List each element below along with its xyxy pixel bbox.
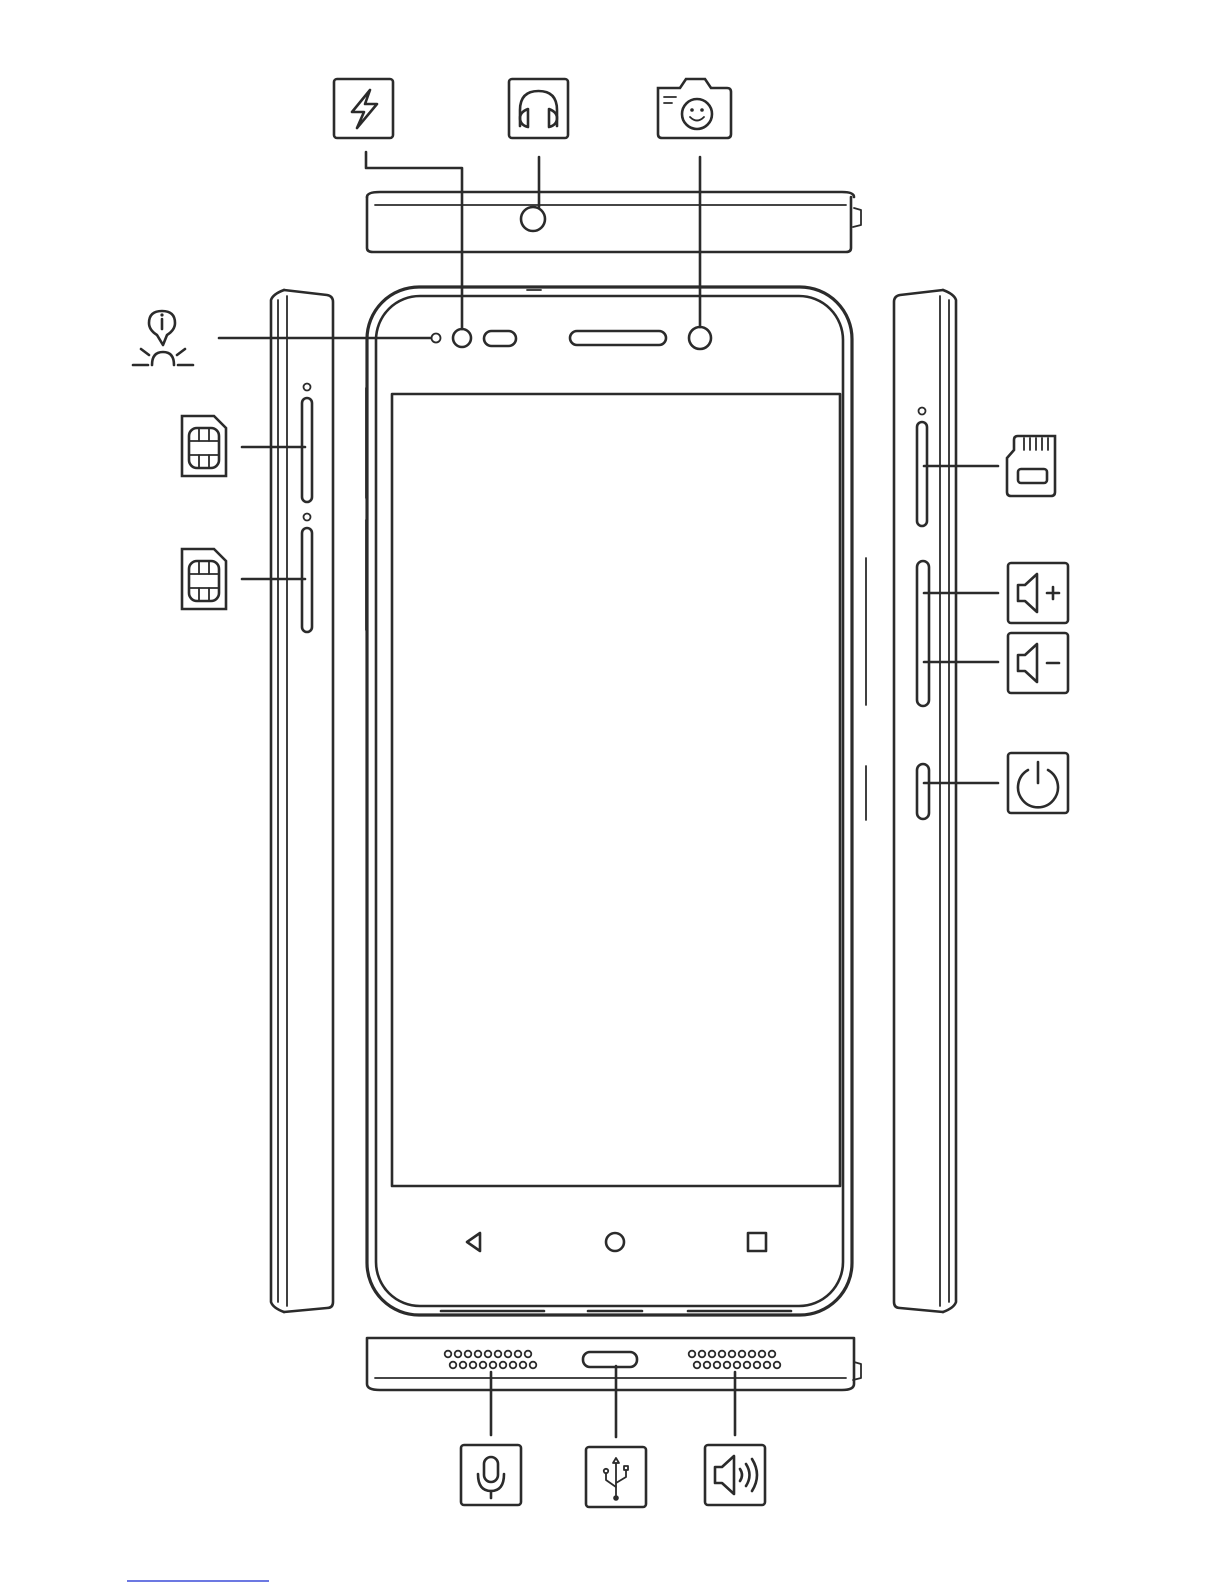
grill-hole	[754, 1362, 761, 1369]
headphone-jack-port	[521, 207, 545, 231]
back-icon[interactable]	[467, 1233, 480, 1251]
microphone-icon	[461, 1445, 521, 1505]
grill-hole	[714, 1362, 721, 1369]
grill-hole	[689, 1351, 696, 1358]
power-icon	[1008, 753, 1068, 813]
grill-hole	[480, 1362, 487, 1369]
microsd-tray	[917, 422, 927, 526]
grill-hole	[510, 1362, 517, 1369]
grill-hole	[470, 1362, 477, 1369]
grill-hole	[704, 1362, 711, 1369]
grill-hole	[515, 1351, 522, 1358]
headphones-icon	[509, 79, 568, 138]
grill-hole	[719, 1351, 726, 1358]
phone-right-side	[866, 290, 956, 1312]
display-screen	[392, 394, 840, 1186]
sim-card-icon	[182, 549, 226, 609]
front-camera-lens	[689, 327, 711, 349]
phone-front	[367, 287, 852, 1315]
microphone-grill	[445, 1351, 537, 1369]
selfie-camera-icon	[658, 79, 731, 138]
grill-hole	[749, 1351, 756, 1358]
sim-card-icon	[182, 416, 226, 476]
grill-hole	[520, 1362, 527, 1369]
flash-icon	[334, 79, 393, 138]
grill-hole	[505, 1351, 512, 1358]
grill-hole	[764, 1362, 771, 1369]
memory-card-icon	[1007, 436, 1055, 496]
grill-hole	[724, 1362, 731, 1369]
notification-light-icon	[133, 311, 193, 365]
grill-hole	[729, 1351, 736, 1358]
grill-hole	[774, 1362, 781, 1369]
grill-hole	[699, 1351, 706, 1358]
home-icon[interactable]	[606, 1233, 624, 1251]
proximity-sensor	[484, 331, 516, 346]
volume-up-icon	[1008, 563, 1068, 623]
earpiece	[570, 331, 666, 345]
grill-hole	[769, 1351, 776, 1358]
grill-hole	[465, 1351, 472, 1358]
power-key	[917, 764, 929, 819]
notification-led	[432, 334, 441, 343]
phone-top-edge	[367, 192, 861, 252]
grill-hole	[485, 1351, 492, 1358]
grill-hole	[445, 1351, 452, 1358]
speaker-icon	[705, 1445, 765, 1505]
flash-light	[453, 329, 471, 347]
grill-hole	[460, 1362, 467, 1369]
phone-bottom-edge	[367, 1338, 861, 1390]
speaker-grill	[689, 1351, 781, 1369]
grill-hole	[490, 1362, 497, 1369]
grill-hole	[739, 1351, 746, 1358]
recents-icon[interactable]	[748, 1233, 766, 1251]
grill-hole	[709, 1351, 716, 1358]
grill-hole	[530, 1362, 537, 1369]
phone-left-side	[271, 290, 366, 1312]
grill-hole	[500, 1362, 507, 1369]
grill-hole	[734, 1362, 741, 1369]
grill-hole	[455, 1351, 462, 1358]
grill-hole	[759, 1351, 766, 1358]
grill-hole	[525, 1351, 532, 1358]
sim-tray-1	[302, 398, 312, 502]
volume-rocker	[917, 561, 929, 706]
usb-icon	[586, 1447, 646, 1507]
grill-hole	[495, 1351, 502, 1358]
grill-hole	[475, 1351, 482, 1358]
micro-usb-port	[583, 1352, 637, 1367]
grill-hole	[744, 1362, 751, 1369]
volume-down-icon	[1008, 633, 1068, 693]
grill-hole	[450, 1362, 457, 1369]
grill-hole	[694, 1362, 701, 1369]
